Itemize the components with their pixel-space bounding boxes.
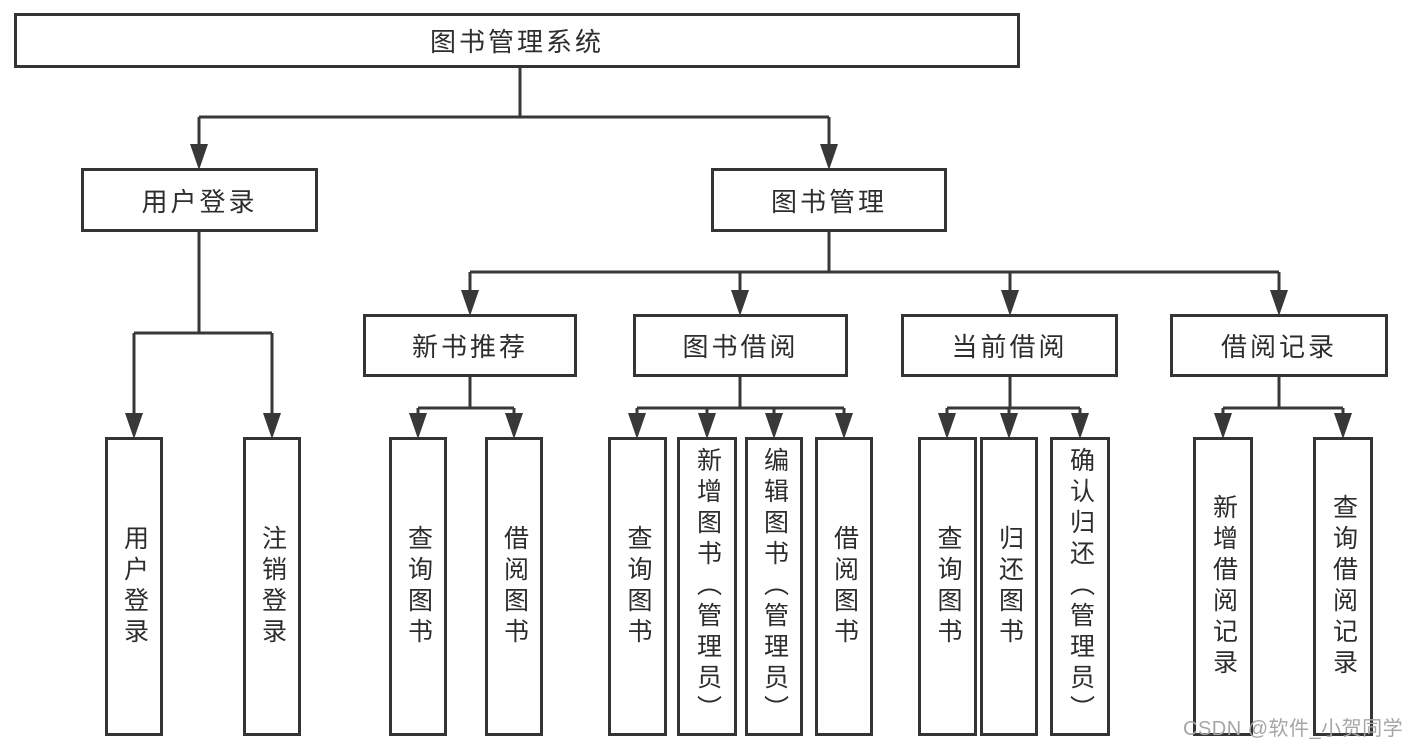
arrow-icon bbox=[820, 144, 838, 170]
arrow-icon bbox=[190, 144, 208, 170]
leaf-query-books-current: 查询图书 bbox=[918, 437, 977, 736]
leaf-borrow-books-recommend: 借阅图书 bbox=[485, 437, 543, 736]
arrow-icon bbox=[125, 413, 143, 439]
leaf-query-borrow-record: 查询借阅记录 bbox=[1313, 437, 1373, 736]
leaf-label: 查询图书 bbox=[624, 524, 652, 649]
arrowheads bbox=[125, 144, 1352, 439]
connector-new-book-recommend bbox=[416, 377, 516, 420]
leaf-label: 借阅图书 bbox=[830, 524, 859, 649]
node-book-borrow: 图书借阅 bbox=[633, 314, 848, 377]
leaf-add-borrow-record: 新增借阅记录 bbox=[1193, 437, 1253, 736]
arrow-icon bbox=[938, 413, 956, 439]
arrow-icon bbox=[835, 413, 853, 439]
leaf-logout: 注销登录 bbox=[243, 437, 301, 736]
arrow-icon bbox=[1071, 413, 1089, 439]
arrow-icon bbox=[628, 413, 646, 439]
watermark-text: CSDN @软件_小贺同学 bbox=[1183, 718, 1404, 740]
connector-user-login bbox=[132, 232, 274, 416]
node-book-management: 图书管理 bbox=[711, 168, 947, 232]
leaf-label: 注销登录 bbox=[258, 524, 287, 649]
arrow-icon bbox=[263, 413, 281, 439]
leaf-label: 归还图书 bbox=[995, 524, 1024, 649]
leaf-query-books-recommend: 查询图书 bbox=[389, 437, 447, 736]
node-new-book-recommend: 新书推荐 bbox=[363, 314, 577, 377]
leaf-return-book: 归还图书 bbox=[980, 437, 1038, 736]
leaf-label: 新增借阅记录 bbox=[1209, 493, 1238, 680]
leaf-label: 借阅图书 bbox=[500, 524, 529, 649]
leaf-edit-book-admin: 编辑图书（管理员） bbox=[745, 437, 803, 736]
arrow-icon bbox=[765, 413, 783, 439]
connector-book-management bbox=[468, 232, 1281, 292]
node-current-borrow: 当前借阅 bbox=[901, 314, 1118, 377]
leaf-label: 查询图书 bbox=[934, 524, 962, 649]
leaf-label: 新增图书（管理员） bbox=[693, 447, 722, 726]
arrow-icon bbox=[698, 413, 716, 439]
leaf-label: 确认归还（管理员） bbox=[1066, 447, 1095, 726]
leaf-label: 查询图书 bbox=[404, 524, 433, 649]
connector-root bbox=[197, 68, 831, 146]
leaf-label: 查询借阅记录 bbox=[1329, 493, 1358, 680]
connector-book-borrow bbox=[635, 377, 846, 420]
arrow-icon bbox=[1270, 290, 1288, 316]
leaf-label: 用户登录 bbox=[120, 524, 149, 649]
leaf-label: 编辑图书（管理员） bbox=[760, 447, 789, 726]
root-node: 图书管理系统 bbox=[14, 13, 1020, 68]
arrow-icon bbox=[409, 413, 427, 439]
arrow-icon bbox=[461, 290, 479, 316]
arrow-icon bbox=[1001, 290, 1019, 316]
leaf-borrow-books: 借阅图书 bbox=[815, 437, 873, 736]
leaf-confirm-return-admin: 确认归还（管理员） bbox=[1050, 437, 1110, 736]
node-user-login: 用户登录 bbox=[81, 168, 318, 232]
connector-borrow-records bbox=[1221, 377, 1345, 420]
arrow-icon bbox=[505, 413, 523, 439]
leaf-user-login: 用户登录 bbox=[105, 437, 163, 736]
arrow-icon bbox=[1000, 413, 1018, 439]
leaf-query-books-borrow: 查询图书 bbox=[608, 437, 667, 736]
arrow-icon bbox=[731, 290, 749, 316]
arrow-icon bbox=[1214, 413, 1232, 439]
node-borrow-records: 借阅记录 bbox=[1170, 314, 1388, 377]
leaf-add-book-admin: 新增图书（管理员） bbox=[677, 437, 737, 736]
arrow-icon bbox=[1334, 413, 1352, 439]
